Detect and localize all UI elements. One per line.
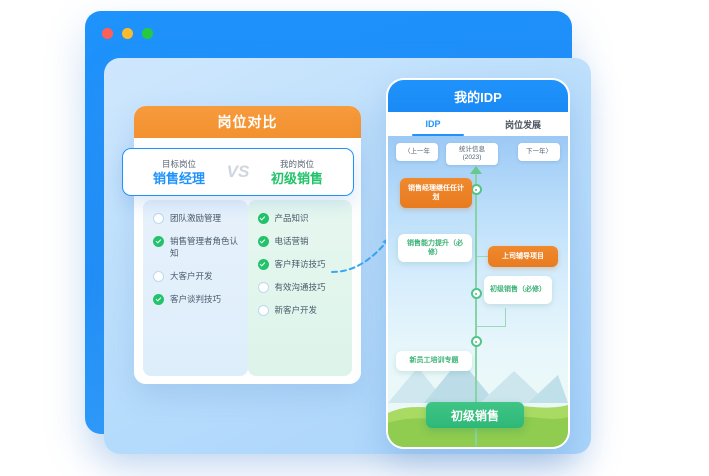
target-position-label: 目标岗位 [161,158,196,169]
list-item-label: 有效沟通技巧 [274,282,326,292]
position-vs-bar: 目标岗位 销售经理 VS 我的岗位 初级销售 [122,148,354,196]
timeline-node [470,288,482,299]
checkbox-unchecked-icon[interactable] [257,282,269,293]
minimize-icon[interactable] [122,28,133,39]
list-item-label: 团队激励管理 [170,213,222,223]
checkbox-unchecked-icon[interactable] [153,271,164,282]
year-stats-value: (2023) [462,154,482,161]
vs-divider: VS [226,162,250,181]
tab-career-development[interactable]: 岗位发展 [504,119,541,130]
close-icon[interactable] [102,28,113,39]
phone-title: 我的IDP [388,80,568,112]
checkbox-checked-icon[interactable] [257,259,269,270]
timeline-spine [475,174,477,446]
maximize-icon[interactable] [142,28,153,39]
list-item-label: 大客户开发 [170,271,213,281]
list-item-label: 客户拜访技巧 [274,259,326,269]
window-controls[interactable] [102,28,153,39]
checkbox-checked-icon[interactable] [257,236,269,247]
list-item[interactable]: 有效沟通技巧 [248,281,353,304]
checkbox-unchecked-icon[interactable] [153,213,164,224]
tab-idp[interactable]: IDP [425,119,441,129]
list-item-label: 电话营销 [274,236,309,246]
timeline-arrow-icon [470,166,482,174]
checkbox-checked-icon[interactable] [153,236,164,247]
list-item-label: 产品知识 [274,213,309,223]
timeline-item-junior-sales-required[interactable]: 初级销售（必修） [484,276,552,304]
target-position-value: 销售经理 [152,170,205,186]
my-position-label: 我的岗位 [279,158,314,169]
list-item[interactable]: 新客户开发 [248,304,353,327]
my-position-value: 初级销售 [270,170,323,186]
list-item-label: 新客户开发 [274,305,318,315]
list-item[interactable]: 团队激励管理 [143,212,248,235]
timeline-node [470,184,482,195]
checkbox-checked-icon[interactable] [153,294,164,305]
my-skill-column: 产品知识 电话营销 客户拜访技巧 有效沟通技巧 [247,200,353,376]
list-item[interactable]: 客户拜访技巧 [248,258,353,281]
timeline-connector [477,308,506,327]
list-item[interactable]: 销售管理者角色认知 [143,235,248,270]
checkbox-unchecked-icon[interactable] [257,305,269,316]
list-item-label: 客户谈判技巧 [170,294,222,304]
idp-timeline-view: 〈上一年 统计信息 (2023) 下一年〉 销售经理继任任计划 销售能力提升（必… [388,136,568,447]
checkbox-checked-icon[interactable] [257,213,269,224]
list-item[interactable]: 电话营销 [248,235,353,258]
target-skill-column: 团队激励管理 销售管理者角色认知 大客户开发 客户谈判技巧 [143,200,248,376]
timeline-item-succession-plan[interactable]: 销售经理继任任计划 [400,178,472,208]
compare-card-title: 岗位对比 [134,106,361,138]
tab-active-underline [412,134,464,136]
timeline-item-sales-ability[interactable]: 销售能力提升（必修） [398,234,472,262]
list-item[interactable]: 产品知识 [248,212,353,235]
timeline-connector [477,256,497,257]
target-position: 目标岗位 销售经理 [137,158,221,187]
prev-year-button[interactable]: 〈上一年 [396,143,438,161]
timeline-node [470,336,482,347]
timeline-item-manager-coaching[interactable]: 上司辅导项目 [488,246,558,267]
mountain-decoration [388,341,568,403]
list-item[interactable]: 客户谈判技巧 [143,293,248,316]
phone-mockup: 我的IDP IDP 岗位发展 〈上一年 [386,78,570,449]
list-item-label: 销售管理者角色认知 [170,236,239,258]
timeline-item-new-employee-training[interactable]: 新员工培训专题 [396,351,472,371]
next-year-button[interactable]: 下一年〉 [518,143,560,161]
list-item[interactable]: 大客户开发 [143,270,248,293]
year-stats-chip[interactable]: 统计信息 (2023) [446,143,498,165]
current-level-badge[interactable]: 初级销售 [426,402,524,428]
year-stats-label: 统计信息 [459,146,485,153]
my-position: 我的岗位 初级销售 [255,158,339,187]
skill-columns: 团队激励管理 销售管理者角色认知 大客户开发 客户谈判技巧 [143,200,352,376]
phone-tabs: IDP 岗位发展 [388,112,568,136]
